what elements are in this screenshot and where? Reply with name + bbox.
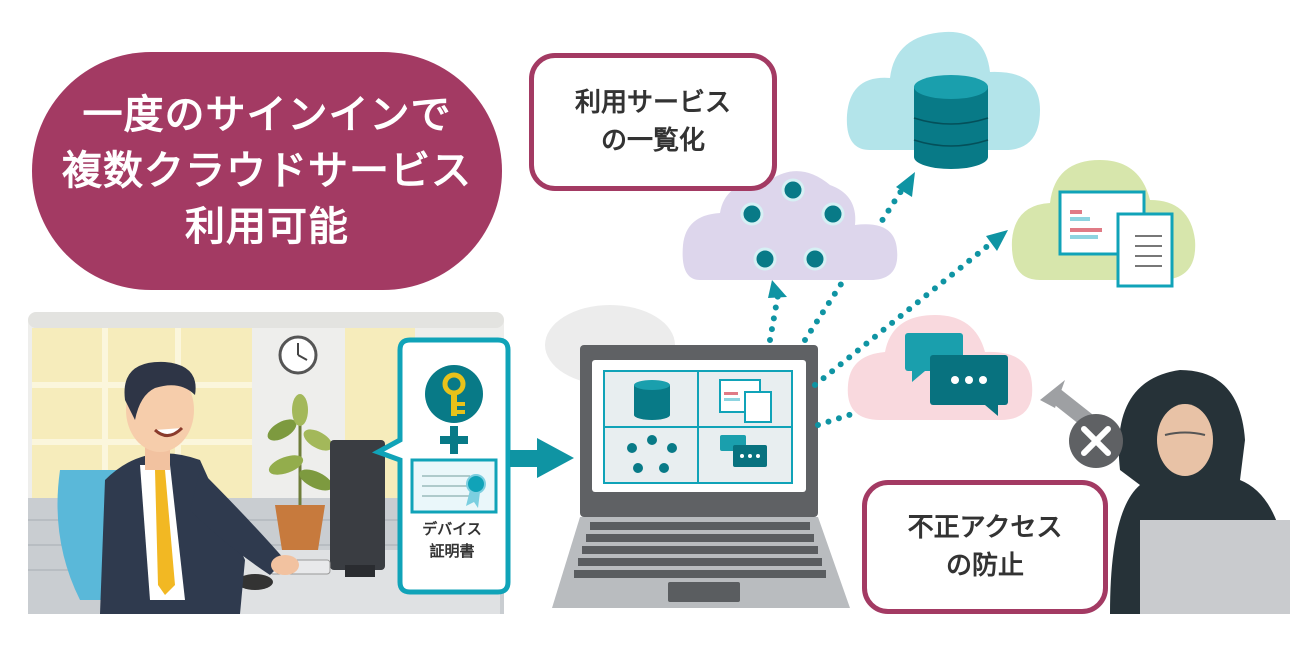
cloud-people (682, 171, 898, 280)
device-certificate-callout (371, 337, 511, 595)
key-icon (425, 365, 483, 423)
service-list-line-1: 利用サービス (574, 88, 731, 118)
people-network-icon (627, 435, 677, 473)
headline-bubble: 一度のサインインで 複数クラウドサービス 利用可能 (32, 52, 502, 290)
headline-line-1: 一度のサインインで (82, 92, 452, 138)
headline-line-2: 複数クラウドサービス (62, 148, 472, 194)
laptop (545, 305, 850, 608)
clock-icon (278, 335, 318, 375)
chat-icon (720, 435, 767, 467)
service-list-label: 利用サービス の一覧化 (529, 53, 777, 191)
service-list-line-2: の一覧化 (600, 126, 705, 156)
hacker (1040, 370, 1290, 614)
cloud-database (846, 31, 1040, 169)
blocked-x-icon (1069, 414, 1123, 468)
device-certificate-label: デバイス 証明書 (400, 518, 504, 562)
arrow-right-icon (510, 438, 574, 478)
businessman (57, 361, 299, 614)
plus-icon (440, 426, 468, 454)
document-icon (1058, 190, 1174, 288)
database-icon (634, 380, 670, 420)
cloud-documents (1011, 160, 1196, 288)
plant-icon (267, 394, 333, 550)
unauthorized-access-line-1: 不正アクセス (907, 513, 1063, 543)
headline-line-3: 利用可能 (185, 204, 349, 250)
database-icon (913, 75, 989, 169)
document-icon (719, 379, 772, 423)
certificate-icon (410, 458, 498, 514)
device-certificate-line-1: デバイス (422, 520, 482, 538)
device-certificate-line-2: 証明書 (429, 542, 475, 560)
cloud-chat (847, 315, 1033, 420)
unauthorized-access-label: 不正アクセス の防止 (862, 480, 1108, 614)
monitor (330, 440, 385, 577)
unauthorized-access-line-2: の防止 (945, 551, 1024, 581)
chat-icon (905, 333, 1008, 416)
